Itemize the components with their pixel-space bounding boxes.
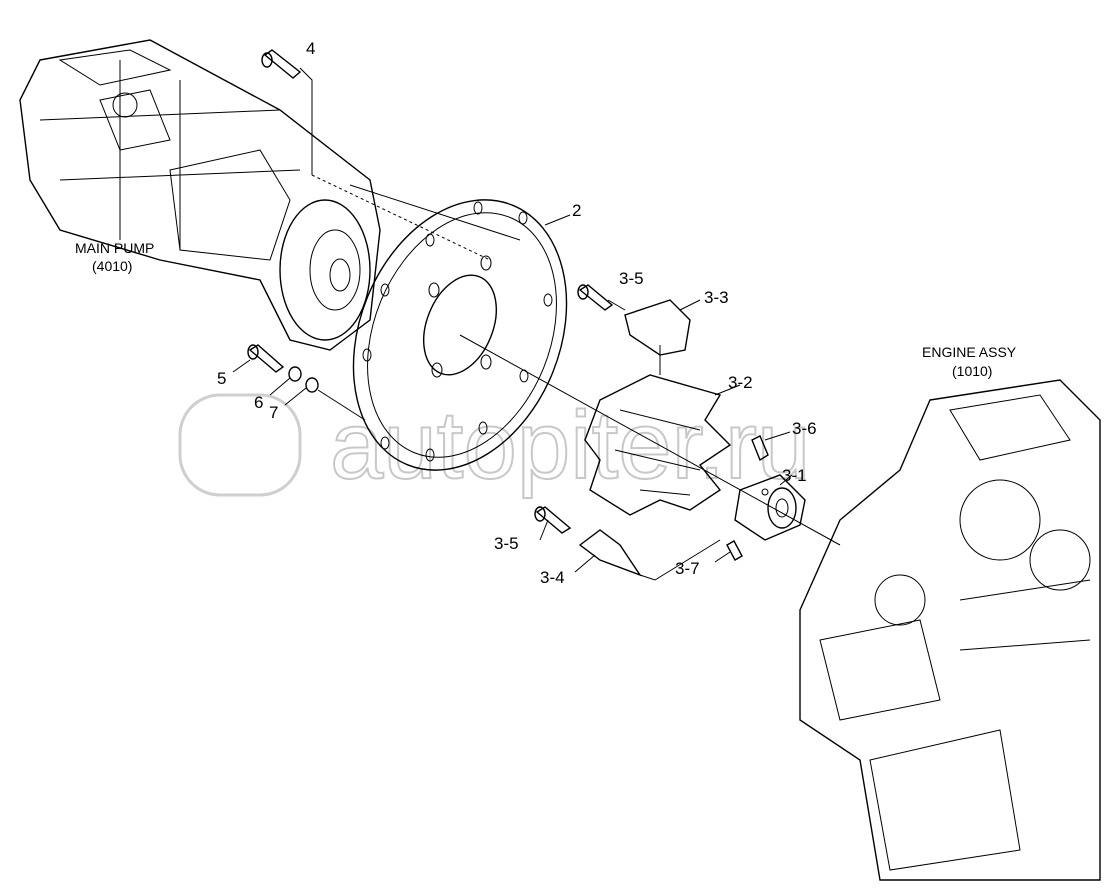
leader-lines bbox=[232, 67, 841, 581]
main-pump-drawing bbox=[19, 39, 381, 351]
flange-plate bbox=[352, 199, 568, 471]
callout-6: 6 bbox=[254, 393, 263, 412]
main-pump-code: (4010) bbox=[92, 258, 132, 274]
callout-3-2: 3-2 bbox=[728, 373, 753, 392]
callout-3-5-top: 3-5 bbox=[619, 269, 644, 288]
main-pump-label: MAIN PUMP bbox=[75, 240, 154, 256]
callout-3-4: 3-4 bbox=[540, 568, 565, 587]
callout-2: 2 bbox=[572, 201, 581, 220]
engine-drawing bbox=[799, 379, 1101, 881]
callout-3-1: 3-1 bbox=[782, 466, 807, 485]
callout-3-3: 3-3 bbox=[704, 288, 729, 307]
watermark: autopiter.ru bbox=[178, 391, 811, 500]
callout-3-5-bottom: 3-5 bbox=[494, 534, 519, 553]
coupling-element bbox=[584, 374, 732, 516]
callout-3-6: 3-6 bbox=[792, 419, 817, 438]
callout-3-7: 3-7 bbox=[675, 559, 700, 578]
callout-5: 5 bbox=[217, 369, 226, 388]
coupling-hub bbox=[734, 474, 806, 541]
callout-7: 7 bbox=[269, 403, 278, 422]
engine-label: ENGINE ASSY bbox=[922, 344, 1017, 360]
watermark-text: autopiter.ru bbox=[330, 392, 810, 499]
small-parts bbox=[247, 49, 769, 577]
callout-4: 4 bbox=[306, 39, 315, 58]
engine-code: (1010) bbox=[952, 363, 992, 379]
